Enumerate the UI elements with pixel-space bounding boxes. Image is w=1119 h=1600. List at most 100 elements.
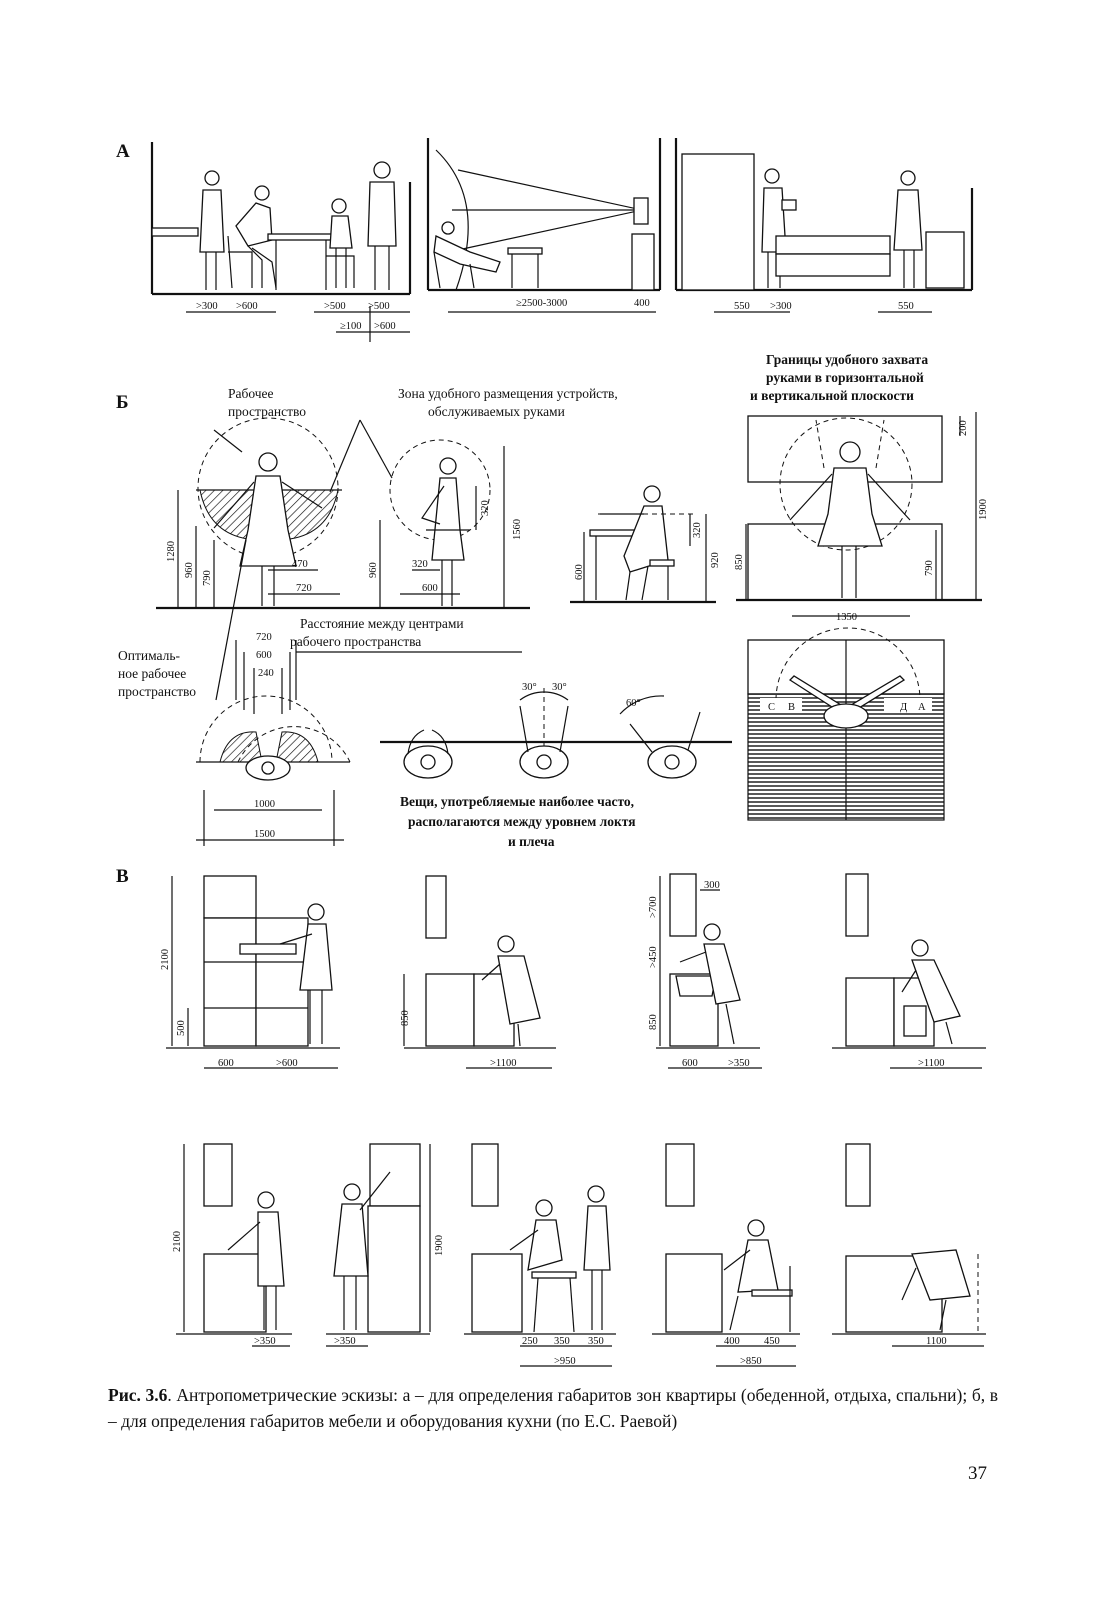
dim: 400 xyxy=(724,1336,740,1347)
dim: 1500 xyxy=(254,829,275,840)
dim: 1900 xyxy=(978,499,989,520)
label-optimal-2: ное рабочее xyxy=(118,666,186,681)
dim: 550 xyxy=(734,301,750,312)
dim: >350 xyxy=(334,1336,356,1347)
dim: 600 xyxy=(422,583,438,594)
dim: 1900 xyxy=(434,1235,445,1256)
label-bounds-2: руками в горизонтальной xyxy=(766,370,924,385)
dim: 350 xyxy=(588,1336,604,1347)
dim: 550 xyxy=(898,301,914,312)
row-b-plan-dims: 720 600 240 1000 1500 xyxy=(254,632,275,840)
compass-label: В xyxy=(788,702,795,713)
dim: >600 xyxy=(276,1058,298,1069)
row-v1-panel-1-dims: 2100 500 600 >600 xyxy=(160,876,338,1069)
row-b-reach-dims: 850 790 1350 200 1900 xyxy=(734,412,989,623)
dim: 850 xyxy=(734,554,745,570)
row-v1-panel-4-dims: >1100 xyxy=(890,1058,982,1069)
row-v2-panel-3-dims: 250 350 350 >950 xyxy=(520,1336,612,1367)
dim: >850 xyxy=(740,1356,762,1367)
row-v1-panel-2-dims: 850 >1100 xyxy=(400,974,552,1069)
row-a-dining-panel xyxy=(150,142,412,296)
angle-label: 30° xyxy=(552,682,567,693)
dim: 320 xyxy=(412,559,428,570)
section-label-v: В xyxy=(116,866,129,887)
dim: 2100 xyxy=(160,949,171,970)
dim: ≥2500-3000 xyxy=(516,298,567,309)
dim: 600 xyxy=(256,650,272,661)
dim: 240 xyxy=(258,668,274,679)
dim: 600 xyxy=(574,564,585,580)
dim: 300 xyxy=(704,880,720,891)
row-b-plan-postures: 30° 30° 60° xyxy=(380,682,732,779)
compass-label: А xyxy=(918,702,926,713)
figure-caption: Рис. 3.6. Антропометрические эскизы: а –… xyxy=(108,1382,998,1434)
row-v1-panel-4 xyxy=(832,873,986,1049)
row-b-plan-optimal xyxy=(196,640,522,846)
caption-label: Рис. 3.6 xyxy=(108,1385,168,1405)
dim: 500 xyxy=(176,1020,187,1036)
dim: >700 xyxy=(648,896,659,918)
label-distance-1: Расстояние между центрами xyxy=(300,616,464,631)
dim: >450 xyxy=(648,946,659,968)
dim: >950 xyxy=(554,1356,576,1367)
row-v2-panel-5 xyxy=(832,1143,986,1335)
dim: >600 xyxy=(374,321,396,332)
dim: 470 xyxy=(292,559,308,570)
dim: 1350 xyxy=(836,612,857,623)
compass-label: С xyxy=(768,702,775,713)
dim: 960 xyxy=(184,562,195,578)
dim: >1100 xyxy=(918,1058,945,1069)
row-v2-panel-2-dims: >350 1900 xyxy=(326,1144,445,1347)
row-b-reach-figure xyxy=(736,415,982,602)
row-v2-panel-2 xyxy=(326,1143,430,1335)
row-v1-panel-1 xyxy=(166,875,340,1049)
dim: 200 xyxy=(958,420,969,436)
caption-text: . Антропометрические эскизы: а – для опр… xyxy=(108,1385,999,1431)
label-work-space-1: Рабочее xyxy=(228,386,274,401)
compass-label: Д xyxy=(900,702,907,713)
row-v1-panel-2 xyxy=(404,875,556,1049)
row-v1-panel-3-dims: 300 >700 >450 850 600 >350 xyxy=(648,876,762,1069)
label-optimal-1: Оптималь- xyxy=(118,648,181,663)
section-label-b: Б xyxy=(116,392,129,413)
dim: 600 xyxy=(218,1058,234,1069)
dim: 1100 xyxy=(926,1336,947,1347)
row-v2-panel-4-dims: 400 450 >850 xyxy=(716,1336,796,1367)
row-a-bedroom-dims: 550 >300 550 xyxy=(714,301,932,313)
dim: >500 xyxy=(324,301,346,312)
dim: 720 xyxy=(256,632,272,643)
dim: 1000 xyxy=(254,799,275,810)
row-a-rest-panel xyxy=(426,138,662,292)
dim: 2100 xyxy=(172,1231,183,1252)
dim: >600 xyxy=(236,301,258,312)
dim: 920 xyxy=(710,552,721,568)
row-v2-panel-1 xyxy=(176,1143,292,1335)
label-bounds-1: Границы удобного захвата xyxy=(766,352,928,367)
row-b-front-dims: 1280 960 790 470 720 xyxy=(166,490,340,608)
section-label-a: А xyxy=(116,141,130,162)
label-zone-2: обслуживаемых руками xyxy=(428,404,565,419)
dim: 960 xyxy=(368,562,379,578)
label-work-space-2: пространство xyxy=(228,404,306,419)
dim: 1560 xyxy=(512,519,523,540)
row-a-bedroom-panel xyxy=(674,138,974,292)
label-bounds-3: и вертикальной плоскости xyxy=(750,388,914,403)
row-a-rest-dims: ≥2500-3000 400 xyxy=(448,298,656,313)
row-v1-panel-3 xyxy=(656,873,760,1049)
label-distance-2: рабочего пространства xyxy=(290,634,421,649)
angle-label: 30° xyxy=(522,682,537,693)
dim: >300 xyxy=(196,301,218,312)
dim: 850 xyxy=(400,1010,411,1026)
dim: 350 xyxy=(554,1336,570,1347)
dim: >300 xyxy=(770,301,792,312)
label-things-1: Вещи, употребляемые наиболее часто, xyxy=(400,794,634,809)
label-things-3: и плеча xyxy=(508,834,555,849)
dim: >350 xyxy=(728,1058,750,1069)
row-b-plan-reach: С В Д А xyxy=(747,627,945,821)
dim: 320 xyxy=(692,522,703,538)
dim: ≥100 xyxy=(340,321,362,332)
row-b-side-dims: 960 320 600 320 1560 xyxy=(368,446,523,608)
dim: 790 xyxy=(924,560,935,576)
row-b-front-figure xyxy=(156,417,530,701)
